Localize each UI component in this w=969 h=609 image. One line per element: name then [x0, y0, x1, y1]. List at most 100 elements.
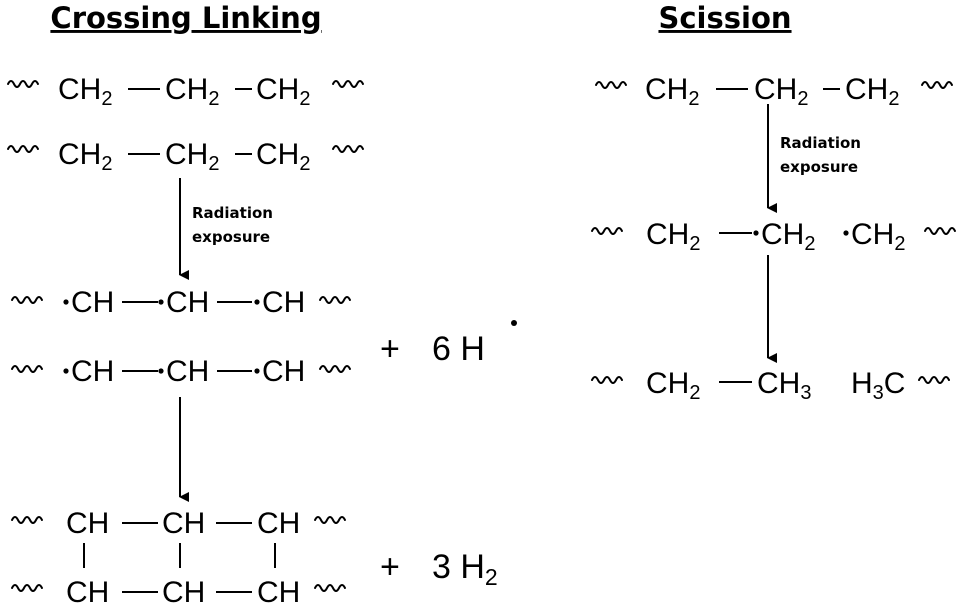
subscript-2: 2 [689, 233, 700, 255]
ch-label: CH [761, 218, 804, 251]
subscript-2: 2 [804, 233, 815, 255]
ch-label: CH [262, 286, 305, 319]
ch-label: CH [645, 73, 688, 106]
svg-text:CH2: CH2 [256, 138, 310, 175]
ch-label: CH [166, 286, 209, 319]
wavy-chain-end [11, 296, 43, 304]
wavy-chain-end [595, 81, 627, 89]
crosslinking-step1: CH2 CH2 CH2 CH2 CH2 CH2 [7, 73, 364, 175]
crosslinked-chain-2: CH CH CH [11, 576, 346, 609]
radical-dot [254, 299, 260, 305]
wavy-chain-end [591, 376, 623, 384]
subscript-2: 2 [689, 382, 700, 404]
wavy-chain-end [11, 365, 43, 373]
ch-label: CH [257, 507, 300, 540]
radical-dot [63, 299, 69, 305]
subscript-3: 3 [873, 382, 884, 404]
subscript-2: 2 [208, 153, 219, 175]
ch-label: CH [851, 218, 894, 251]
crosslinking-step2: CH CH CH CH CH CH + 6 H [11, 286, 517, 388]
ch-label: CH [256, 73, 299, 106]
wavy-chain-end [11, 516, 43, 524]
svg-text:CH2: CH2 [845, 73, 899, 110]
plus-sign: + [380, 330, 400, 368]
subscript-2: 2 [299, 153, 310, 175]
chain-1: CH2 CH2 CH2 [7, 73, 364, 110]
ch-label: CH [165, 73, 208, 106]
ch-label: CH [71, 355, 114, 388]
crosslinked-chain-1: CH CH CH [11, 507, 346, 540]
radical-dot [511, 320, 517, 326]
subscript-2: 2 [797, 88, 808, 110]
svg-text:CH2: CH2 [646, 218, 700, 255]
svg-text:CH2: CH2 [58, 73, 112, 110]
scission-step2: CH2 CH2 CH2 [591, 218, 956, 255]
ch-label: CH [162, 576, 205, 609]
ch-label: CH [58, 73, 101, 106]
svg-text:CH2: CH2 [165, 138, 219, 175]
ch-label: CH [256, 138, 299, 171]
radical-dot [843, 230, 849, 236]
ch-label: CH [66, 507, 109, 540]
subscript-2: 2 [299, 88, 310, 110]
radical-dot [753, 230, 759, 236]
wavy-chain-end [319, 365, 351, 373]
subscript-3: 3 [800, 382, 811, 404]
ch-label: CH [58, 138, 101, 171]
ch-label: CH [66, 576, 109, 609]
h-label: H [851, 367, 873, 400]
hydrogen-radical-product: 6 H [432, 330, 485, 368]
ch-label: CH [162, 507, 205, 540]
plus-sign: + [380, 548, 400, 586]
ch-label: CH [166, 355, 209, 388]
ch-label: CH [165, 138, 208, 171]
svg-text:CH2: CH2 [58, 138, 112, 175]
svg-text:CH2: CH2 [165, 73, 219, 110]
arrow-note-line1: Radiation [192, 204, 273, 222]
svg-text:CH3: CH3 [757, 367, 811, 404]
svg-text:CH2: CH2 [645, 73, 699, 110]
wavy-chain-end [314, 516, 346, 524]
wavy-chain-end [591, 227, 623, 235]
radical-dot [254, 368, 260, 374]
ch-label: CH [262, 355, 305, 388]
wavy-chain-end [924, 227, 956, 235]
wavy-chain-end [921, 81, 953, 89]
subscript-2: 2 [688, 88, 699, 110]
svg-text:CH2: CH2 [754, 73, 808, 110]
ch-label: CH [845, 73, 888, 106]
wavy-chain-end [7, 80, 39, 88]
wavy-chain-end [918, 376, 950, 384]
wavy-chain-end [314, 584, 346, 592]
radical-dot [158, 368, 164, 374]
scission-step1: CH2 CH2 CH2 [595, 73, 953, 110]
arrow-note-line1: Radiation [780, 134, 861, 152]
svg-text:CH2: CH2 [646, 367, 700, 404]
scission-title: Scission [658, 1, 791, 35]
crosslinking-title: Crossing Linking [50, 1, 321, 35]
subscript-2: 2 [101, 88, 112, 110]
ch-label: CH [754, 73, 797, 106]
subscript-2: 2 [208, 88, 219, 110]
arrow-note-line2: exposure [192, 228, 270, 246]
chain-2: CH2 CH2 CH2 [7, 138, 364, 175]
wavy-chain-end [319, 296, 351, 304]
wavy-chain-end [332, 80, 364, 88]
ch-label: CH [757, 367, 800, 400]
radical-dot [63, 368, 69, 374]
ch-label: CH [646, 218, 689, 251]
ch-label: CH [257, 576, 300, 609]
radical-chain-2: CH CH CH [11, 355, 351, 388]
wavy-chain-end [332, 145, 364, 153]
wavy-chain-end [7, 145, 39, 153]
svg-text:CH2: CH2 [256, 73, 310, 110]
ch-label: CH [71, 286, 114, 319]
arrow-note-line2: exposure [780, 158, 858, 176]
c-label: C [884, 367, 906, 400]
crosslinking-step3: CH CH CH CH CH CH + 3 H2 [11, 507, 498, 609]
subscript-2: 2 [101, 153, 112, 175]
wavy-chain-end [11, 584, 43, 592]
svg-text:CH2: CH2 [761, 218, 815, 255]
scission-step3: CH2 CH3 H3C [591, 367, 950, 404]
